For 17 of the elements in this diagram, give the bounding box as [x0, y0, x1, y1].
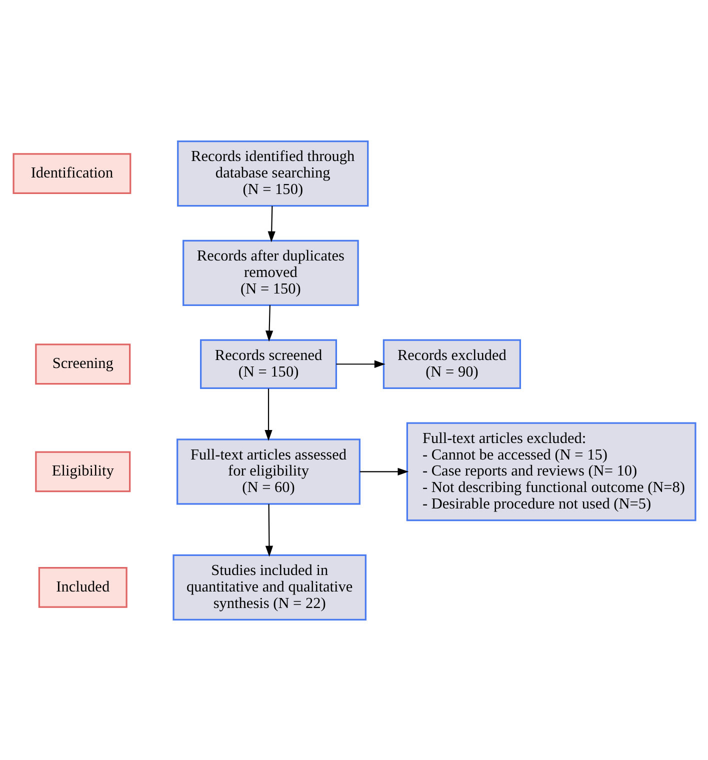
node-box: Full-text articles assessed for eligibility (N = 60) [176, 438, 360, 504]
node-box: Records after duplicates removed (N = 150) [182, 239, 358, 306]
arrow [336, 360, 385, 368]
node-box: Full-text articles excluded: - Cannot be accessed (N = 15) - Case reports and reviews (N= 10) - Not describing functional outcome (N=8) - Desirable procedure not used (N=5) [406, 422, 696, 521]
arrow [267, 205, 275, 242]
node-box: Screening [34, 343, 130, 384]
node-box: Records excluded (N = 90) [382, 338, 521, 388]
node-box: Studies included in quantitative and qualitative synthesis (N = 22) [172, 554, 366, 620]
node-box: Records identified through database searching (N = 150) [176, 140, 368, 206]
node-box: Eligibility [34, 450, 130, 492]
arrow [359, 467, 408, 475]
arrow [264, 504, 273, 556]
arrow [264, 388, 272, 440]
arrow [264, 304, 273, 342]
node-box: Records screened (N = 150) [200, 338, 337, 388]
node-box: Identification [12, 152, 131, 194]
node-box: Included [38, 566, 127, 608]
